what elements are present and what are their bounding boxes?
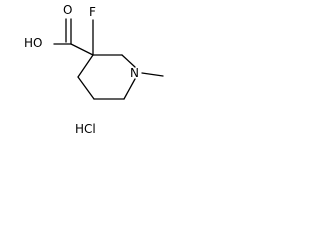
bond-c5-c4 (77, 76, 95, 100)
chemical-structure-canvas: F O HO N HCl (0, 0, 195, 173)
nitrogen-label: N (130, 66, 139, 80)
bond-c4-c3 (77, 54, 94, 78)
atom-labels: F O HO N HCl (24, 3, 139, 136)
fluorine-label: F (89, 5, 96, 19)
bond-c3-carboxyl-c (70, 43, 94, 56)
carbonyl-oxygen-label: O (63, 3, 72, 17)
bond-c2-n1 (121, 54, 136, 68)
bond-n1-c6 (123, 78, 136, 100)
molecule-drawing: F O HO N HCl (24, 3, 164, 136)
bond-n1-methyl (141, 72, 164, 77)
hydroxyl-label: HO (24, 36, 42, 50)
salt-label: HCl (75, 122, 96, 136)
bonds (53, 18, 164, 100)
